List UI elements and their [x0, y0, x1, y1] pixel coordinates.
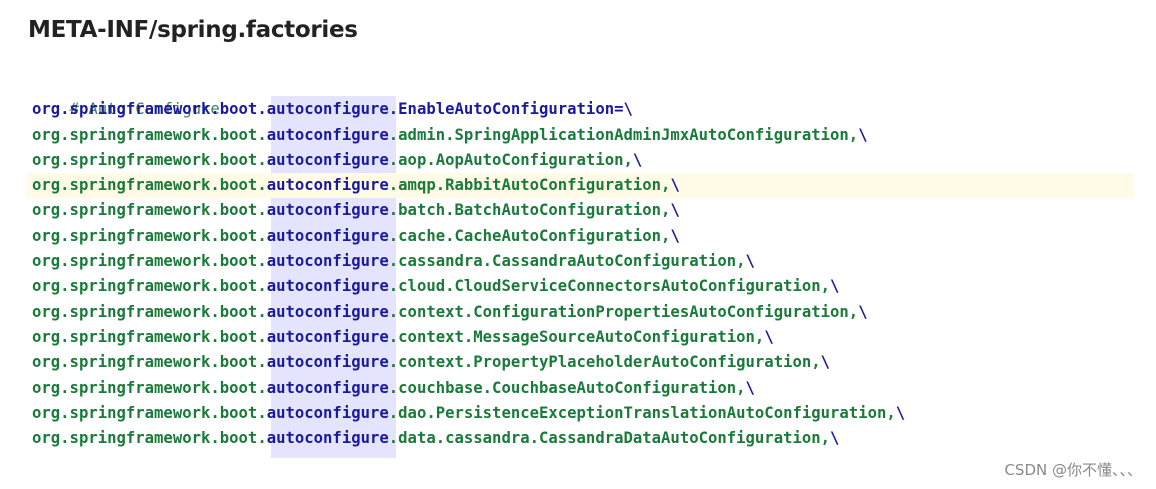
- line-continuation: \: [895, 403, 906, 422]
- code-line: org.springframework.boot.autoconfigure.b…: [0, 198, 1156, 223]
- class-name: .admin.SpringApplicationAdminJmxAutoConf…: [388, 125, 868, 144]
- code-line: org.springframework.boot.autoconfigure.c…: [0, 274, 1156, 299]
- class-name: .cache.CacheAutoConfiguration,\: [388, 226, 680, 245]
- package-prefix: org.springframework.boot.: [32, 403, 267, 422]
- code-comment-line: # Auto Configure: [0, 72, 1156, 118]
- package-highlight: autoconfigure: [266, 100, 389, 119]
- class-name: .couchbase.CouchbaseAutoConfiguration,\: [388, 378, 755, 397]
- package-prefix: org.springframework.boot.: [32, 226, 267, 245]
- package-highlight: autoconfigure: [266, 201, 389, 220]
- line-continuation: \: [764, 327, 774, 346]
- package-prefix: org.springframework.boot.: [32, 150, 267, 169]
- package-highlight: autoconfigure: [266, 378, 389, 397]
- package-highlight: autoconfigure: [266, 429, 389, 448]
- class-name: .context.PropertyPlaceholderAutoConfigur…: [388, 353, 831, 372]
- line-continuation: \: [858, 125, 868, 144]
- line-continuation: \: [670, 226, 680, 245]
- line-continuation: \: [830, 277, 840, 296]
- code-block[interactable]: # Auto Configure org.springframework.boo…: [0, 72, 1156, 451]
- code-line: org.springframework.boot.autoconfigure.c…: [0, 300, 1156, 325]
- line-continuation: \: [745, 378, 755, 397]
- line-continuation: \: [745, 252, 755, 271]
- line-continuation: \: [830, 429, 840, 448]
- package-prefix: org.springframework.boot.: [32, 353, 267, 372]
- package-highlight: autoconfigure: [266, 176, 389, 195]
- class-name: .data.cassandra.CassandraDataAutoConfigu…: [388, 429, 840, 448]
- selection-column-highlight: [271, 96, 396, 458]
- package-highlight: autoconfigure: [266, 302, 389, 321]
- page-title: META-INF/spring.factories: [28, 17, 358, 43]
- class-name: .cloud.CloudServiceConnectorsAutoConfigu…: [388, 277, 840, 296]
- code-line: org.springframework.boot.autoconfigure.d…: [0, 401, 1156, 426]
- line-continuation: \: [820, 353, 831, 372]
- class-name: .batch.BatchAutoConfiguration,\: [388, 201, 680, 220]
- package-highlight: autoconfigure: [266, 327, 389, 346]
- class-name: .aop.AopAutoConfiguration,\: [388, 150, 643, 169]
- line-continuation: \: [670, 201, 680, 220]
- package-highlight: autoconfigure: [266, 353, 389, 372]
- package-highlight: autoconfigure: [266, 150, 389, 169]
- package-prefix: org.springframework.boot.: [32, 277, 267, 296]
- watermark: CSDN @你不懂、、、: [1004, 461, 1142, 479]
- class-name: .cassandra.CassandraAutoConfiguration,\: [388, 252, 755, 271]
- code-line: org.springframework.boot.autoconfigure.a…: [27, 173, 1133, 199]
- line-continuation: \: [670, 176, 680, 195]
- package-highlight: autoconfigure: [266, 226, 389, 245]
- package-prefix: org.springframework.boot.: [32, 176, 267, 195]
- class-name: .context.MessageSourceAutoConfiguration,…: [388, 327, 774, 346]
- code-line: org.springframework.boot.autoconfigure.a…: [0, 123, 1156, 148]
- line-continuation: \: [858, 302, 868, 321]
- line-continuation: \: [623, 100, 633, 119]
- package-prefix: org.springframework.boot.: [32, 302, 267, 321]
- class-name: .EnableAutoConfiguration=\: [388, 100, 633, 119]
- package-prefix: org.springframework.boot.: [32, 252, 267, 271]
- package-highlight: autoconfigure: [266, 252, 389, 271]
- comment-text: # Auto Configure: [69, 100, 220, 119]
- package-prefix: org.springframework.boot.: [32, 429, 267, 448]
- package-highlight: autoconfigure: [266, 277, 389, 296]
- package-prefix: org.springframework.boot.: [32, 100, 267, 119]
- code-line: org.springframework.boot.autoconfigure.d…: [0, 426, 1156, 451]
- class-name: .dao.PersistenceExceptionTranslationAuto…: [388, 403, 906, 422]
- code-line: org.springframework.boot.autoconfigure.c…: [0, 350, 1156, 375]
- package-highlight: autoconfigure: [266, 403, 389, 422]
- package-prefix: org.springframework.boot.: [32, 201, 267, 220]
- line-continuation: \: [632, 150, 643, 169]
- class-name: .context.ConfigurationPropertiesAutoConf…: [388, 302, 868, 321]
- code-line: org.springframework.boot.autoconfigure.c…: [0, 376, 1156, 401]
- code-line: org.springframework.boot.autoconfigure.E…: [0, 97, 1156, 122]
- code-line: org.springframework.boot.autoconfigure.c…: [0, 224, 1156, 249]
- package-prefix: org.springframework.boot.: [32, 327, 267, 346]
- package-highlight: autoconfigure: [266, 125, 389, 144]
- code-line: org.springframework.boot.autoconfigure.c…: [0, 249, 1156, 274]
- code-line: org.springframework.boot.autoconfigure.a…: [0, 148, 1156, 173]
- package-prefix: org.springframework.boot.: [32, 378, 267, 397]
- class-name: .amqp.RabbitAutoConfiguration,\: [388, 176, 680, 195]
- code-line: org.springframework.boot.autoconfigure.c…: [0, 325, 1156, 350]
- package-prefix: org.springframework.boot.: [32, 125, 267, 144]
